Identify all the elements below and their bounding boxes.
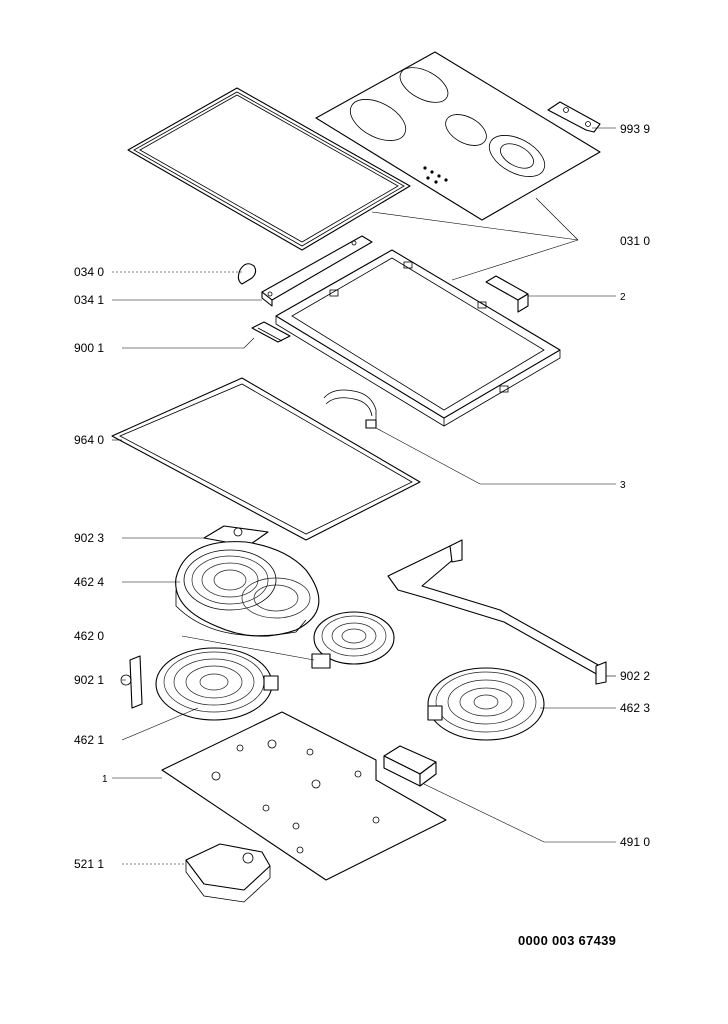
label-bracket: 034 1 — [74, 293, 104, 307]
glass-ceramic-top — [315, 51, 601, 221]
label-switch: 491 0 — [620, 835, 650, 849]
label-frame-group: 031 0 — [620, 234, 650, 248]
label-small-heater: 462 0 — [74, 629, 104, 643]
label-right-bracket: 2 — [620, 292, 626, 303]
small-heater — [311, 611, 395, 669]
right-bracket — [485, 275, 529, 313]
cable-harness — [323, 389, 377, 429]
support-rail — [387, 539, 607, 685]
label-control: 521 1 — [74, 857, 104, 871]
bracket-part — [261, 235, 373, 307]
large-heater-left — [155, 647, 279, 721]
control-unit — [185, 843, 271, 903]
gasket-ring — [111, 377, 421, 541]
base-plate — [161, 711, 447, 881]
dual-zone-heater — [175, 541, 320, 637]
label-base-plate: 1 — [102, 774, 108, 785]
label-top-support: 902 3 — [74, 531, 104, 545]
label-glass-top: 993 9 — [620, 122, 650, 136]
switch-block — [383, 745, 437, 787]
label-clip: 034 0 — [74, 265, 104, 279]
label-support-rail: 902 2 — [620, 669, 650, 683]
left-support — [120, 655, 143, 709]
label-dual-heater: 462 4 — [74, 575, 104, 589]
main-frame — [275, 249, 561, 427]
seal-frame — [127, 87, 411, 251]
clip-part — [237, 263, 257, 285]
document-number: 0000 003 67439 — [518, 933, 617, 948]
label-heater-right: 462 3 — [620, 701, 650, 715]
terminal-block — [251, 321, 291, 343]
large-heater-right — [427, 667, 545, 741]
label-cable: 3 — [620, 480, 626, 491]
label-terminal: 900 1 — [74, 341, 104, 355]
label-gasket: 964 0 — [74, 433, 104, 447]
label-heater-left: 462 1 — [74, 733, 104, 747]
label-left-support: 902 1 — [74, 673, 104, 687]
